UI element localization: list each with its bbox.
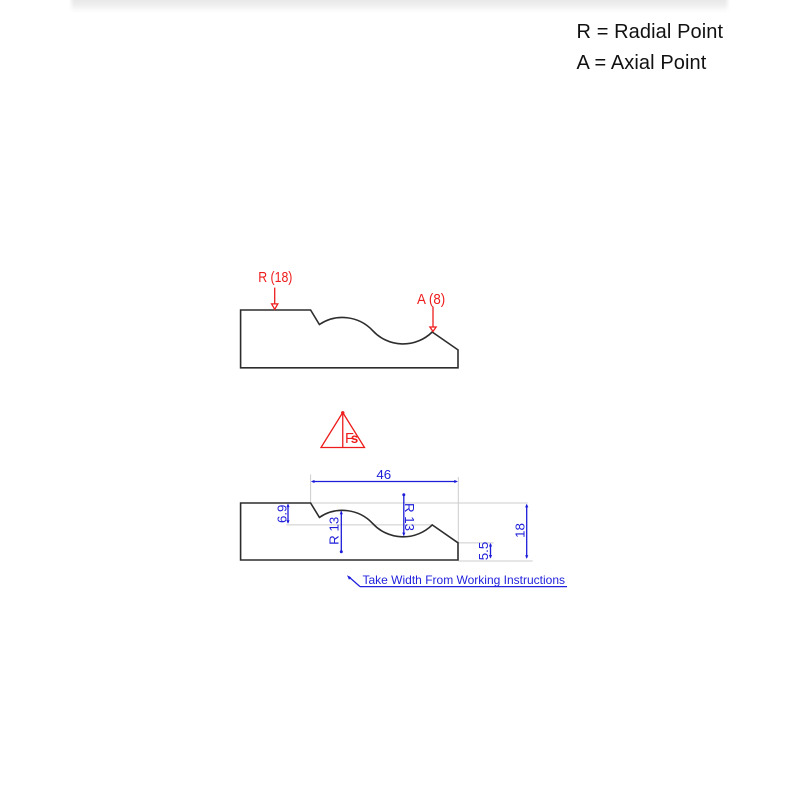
svg-text:R 13: R 13 (402, 503, 417, 531)
svg-text:5.5: 5.5 (476, 542, 491, 561)
svg-text:6.9: 6.9 (274, 505, 289, 524)
svg-text:Take Width From Working Instru: Take Width From Working Instructions (363, 573, 566, 587)
svg-text:A (8): A (8) (417, 290, 445, 307)
svg-text:46: 46 (376, 467, 391, 482)
svg-text:Fs: Fs (345, 431, 358, 447)
svg-text:R 13: R 13 (327, 517, 342, 545)
svg-text:18: 18 (512, 523, 527, 538)
svg-text:R (18): R (18) (258, 269, 292, 285)
